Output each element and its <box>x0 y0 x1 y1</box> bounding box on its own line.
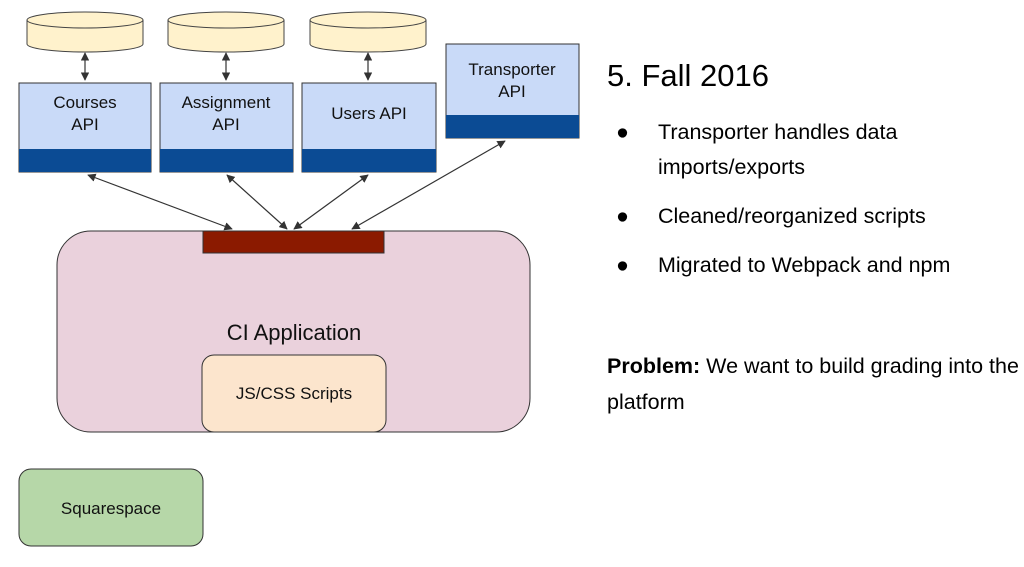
transporter-connector-arrow <box>351 140 506 230</box>
courses-api-box: Courses API <box>18 82 152 173</box>
bullet-item: ● Migrated to Webpack and npm <box>607 248 1017 283</box>
slide-title: 5. Fall 2016 <box>607 58 769 93</box>
bullet-text: Migrated to Webpack and npm <box>658 253 951 277</box>
courses-api-label-line1: Courses <box>53 93 116 112</box>
database-assignment <box>167 11 285 53</box>
bullet-item: ● Cleaned/reorganized scripts <box>607 199 1017 234</box>
assignment-api-label-line2: API <box>212 115 239 134</box>
ci-application-label: CI Application <box>227 320 362 345</box>
js-css-scripts-label: JS/CSS Scripts <box>236 384 352 403</box>
bullet-text: Cleaned/reorganized scripts <box>658 204 926 228</box>
courses-connector-arrow <box>87 173 233 231</box>
transporter-api-label-line2: API <box>498 82 525 101</box>
users-api-label: Users API <box>331 104 407 123</box>
squarespace-box: Squarespace <box>18 468 204 547</box>
squarespace-label: Squarespace <box>61 499 161 518</box>
transporter-api-box: Transporter API <box>445 43 580 139</box>
database-users <box>309 11 427 53</box>
bullet-dot-icon: ● <box>616 120 629 144</box>
courses-api-label-line2: API <box>71 115 98 134</box>
transporter-api-label-line1: Transporter <box>468 60 556 79</box>
problem-text: We want to build grading into the platfo… <box>607 354 1019 414</box>
bullet-item: ● Transporter handles data imports/expor… <box>607 115 1017 185</box>
bullet-dot-icon: ● <box>616 204 629 228</box>
architecture-diagram: Courses API Assignment API Users API Tra… <box>18 11 580 547</box>
database-courses <box>26 11 144 53</box>
problem-statement: Problem: We want to build grading into t… <box>607 348 1022 420</box>
bullet-text: Transporter handles data imports/exports <box>658 120 898 179</box>
bullet-dot-icon: ● <box>616 253 629 277</box>
users-api-box: Users API <box>301 82 437 173</box>
bullet-list: ● Transporter handles data imports/expor… <box>607 115 1017 297</box>
problem-label: Problem: <box>607 354 701 378</box>
assignment-api-box: Assignment API <box>159 82 294 173</box>
assignment-api-label-line1: Assignment <box>182 93 271 112</box>
assignment-connector-arrow <box>226 174 288 230</box>
js-css-scripts-box: JS/CSS Scripts <box>201 354 387 433</box>
api-connector-bar <box>202 230 385 254</box>
users-connector-arrow <box>293 174 369 230</box>
